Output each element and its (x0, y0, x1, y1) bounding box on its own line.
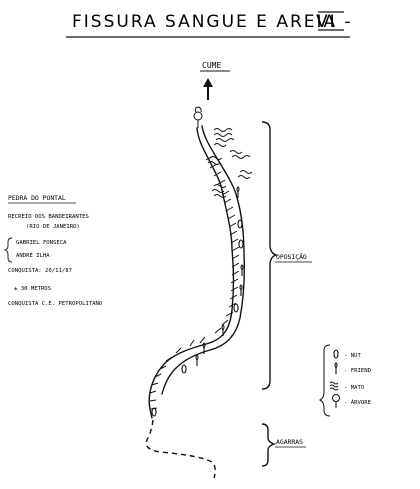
info-area: RECREIO DOS BANDEIRANTES (8, 214, 89, 220)
lower-section-label: AGARRAS (276, 438, 303, 446)
info-club: CONQUISTA C.E. PETROPOLITANO (8, 301, 103, 307)
upper-section-bracket (261, 121, 279, 390)
rock-hatching (149, 155, 240, 410)
summit-label: CUME (202, 61, 221, 70)
route-line (148, 125, 246, 419)
legend-label-nut: - NUT (344, 353, 361, 359)
legend-label-friend: - FRIEND (344, 368, 372, 374)
info-city: (RIO DE JANEIRO) (26, 224, 80, 230)
lower-section-bracket (261, 423, 277, 467)
info-length: ± 30 METROS (14, 286, 51, 292)
nut-markers (151, 219, 244, 417)
route-info: PEDRA DO PONTAL RECREIO DOS BANDEIRANTES… (3, 194, 103, 307)
legend-label-tree: - ÁRVORE (344, 399, 372, 406)
tree-icon (332, 394, 340, 408)
legend-item-nut: - NUT (333, 349, 361, 359)
climbers-brace (3, 237, 13, 263)
legend-item-friend: - FRIEND (334, 362, 372, 374)
info-climber-1: GABRIEL FONSECA (16, 240, 67, 246)
vegetation-marks (207, 128, 253, 198)
friend-markers (195, 186, 244, 366)
legend-label-mato: - MATO (344, 385, 365, 391)
friend-icon (334, 362, 338, 374)
info-place: PEDRA DO PONTAL (8, 194, 66, 202)
summit-tree-icon (193, 106, 203, 128)
legend-brace (318, 344, 331, 417)
nut-icon (333, 349, 339, 359)
approach-dashed-line (145, 419, 217, 479)
summit-arrow-icon (203, 78, 213, 100)
info-conquest-date: CONQUISTA: 20/11/87 (8, 268, 72, 274)
legend: - NUT - FRIEND - MATO - ÁRVORE (318, 344, 372, 417)
route-title: FISSURA SANGUE E AREIA - (72, 12, 353, 32)
upper-section-label: OPOSIÇÃO (276, 252, 307, 261)
legend-item-tree: - ÁRVORE (332, 394, 372, 408)
info-climber-2: ANDRÉ ILHA (16, 251, 50, 259)
legend-item-mato: - MATO (329, 381, 365, 391)
mato-icon (329, 381, 339, 391)
route-grade: VI (316, 12, 337, 32)
